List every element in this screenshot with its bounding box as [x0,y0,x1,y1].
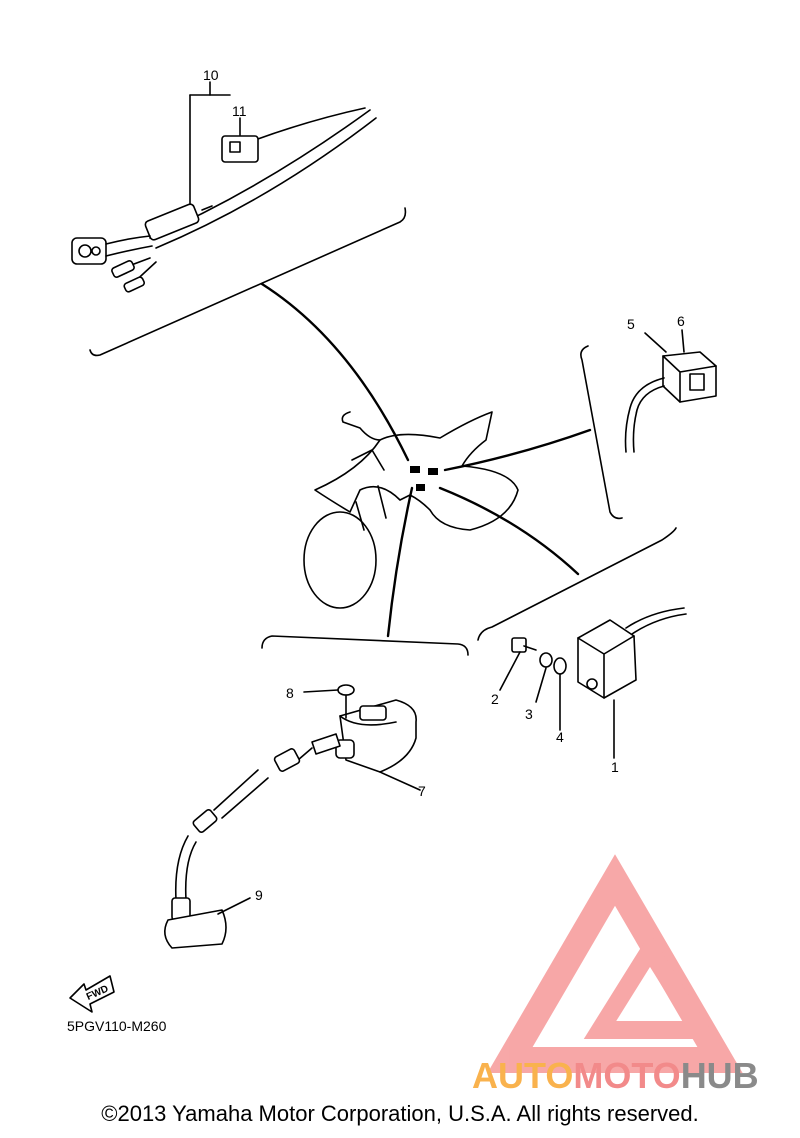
plug-cap-9 [164,897,251,949]
callout-3: 3 [525,706,533,722]
callout-5: 5 [627,316,635,332]
ignition-coil-detail [164,486,469,949]
callout-6: 6 [677,313,685,329]
watermark-logo [487,854,743,1073]
ignition-coil-7 [311,699,421,791]
wire-harness-detail [71,81,407,357]
watermark-triangle-inner [583,933,717,1039]
washer-3 [539,652,553,668]
callout-11: 11 [232,103,247,119]
callout-2: 2 [491,691,499,707]
fwd-arrow-icon: FWD [69,975,115,1013]
callout-7: 7 [418,783,426,799]
callout-8: 8 [286,685,294,701]
cdi-unit-detail [438,486,687,759]
diagram-code: 5PGV110-M260 [67,1018,167,1034]
leader-harness [260,282,410,462]
washer-4 [553,657,567,675]
motorcycle-outline [303,411,519,609]
coupler-plug [71,235,153,265]
copyright-notice: ©2013 Yamaha Motor Corporation, U.S.A. A… [101,1101,699,1126]
bolt-2 [511,637,537,653]
relay-detail [443,329,717,520]
watermark-text: AUTOMOTOHUB [472,1055,759,1096]
callout-9: 9 [255,887,263,903]
callout-4: 4 [556,729,564,745]
bolt-8 [303,684,355,719]
callout-1: 1 [611,759,619,775]
callout-10: 10 [203,67,219,83]
